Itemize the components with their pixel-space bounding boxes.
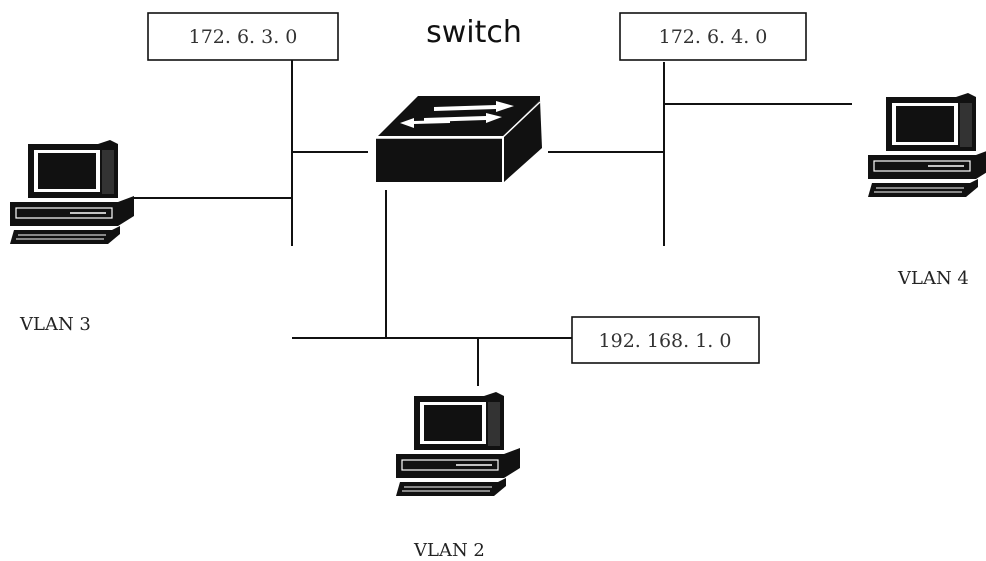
computer-icon-vlan2 bbox=[395, 391, 521, 497]
connections bbox=[133, 60, 852, 386]
computer-icon-vlan4 bbox=[867, 92, 986, 198]
computer-icon-vlan3 bbox=[9, 139, 135, 245]
network-address-vlan3: 172. 6. 3. 0 bbox=[189, 26, 298, 48]
network-address-vlan4: 172. 6. 4. 0 bbox=[659, 26, 768, 48]
network-box-vlan2: 192. 168. 1. 0 bbox=[571, 316, 760, 364]
network-switch-icon bbox=[376, 96, 542, 182]
vlan-label-3: VLAN 3 bbox=[19, 314, 91, 335]
network-box-vlan3: 172. 6. 3. 0 bbox=[147, 12, 339, 61]
vlan-label-2: VLAN 2 bbox=[413, 540, 485, 561]
network-address-vlan2: 192. 168. 1. 0 bbox=[599, 330, 732, 352]
diagram-title: switch bbox=[426, 15, 522, 50]
vlan-label-4: VLAN 4 bbox=[897, 268, 969, 289]
network-box-vlan4: 172. 6. 4. 0 bbox=[619, 12, 807, 61]
